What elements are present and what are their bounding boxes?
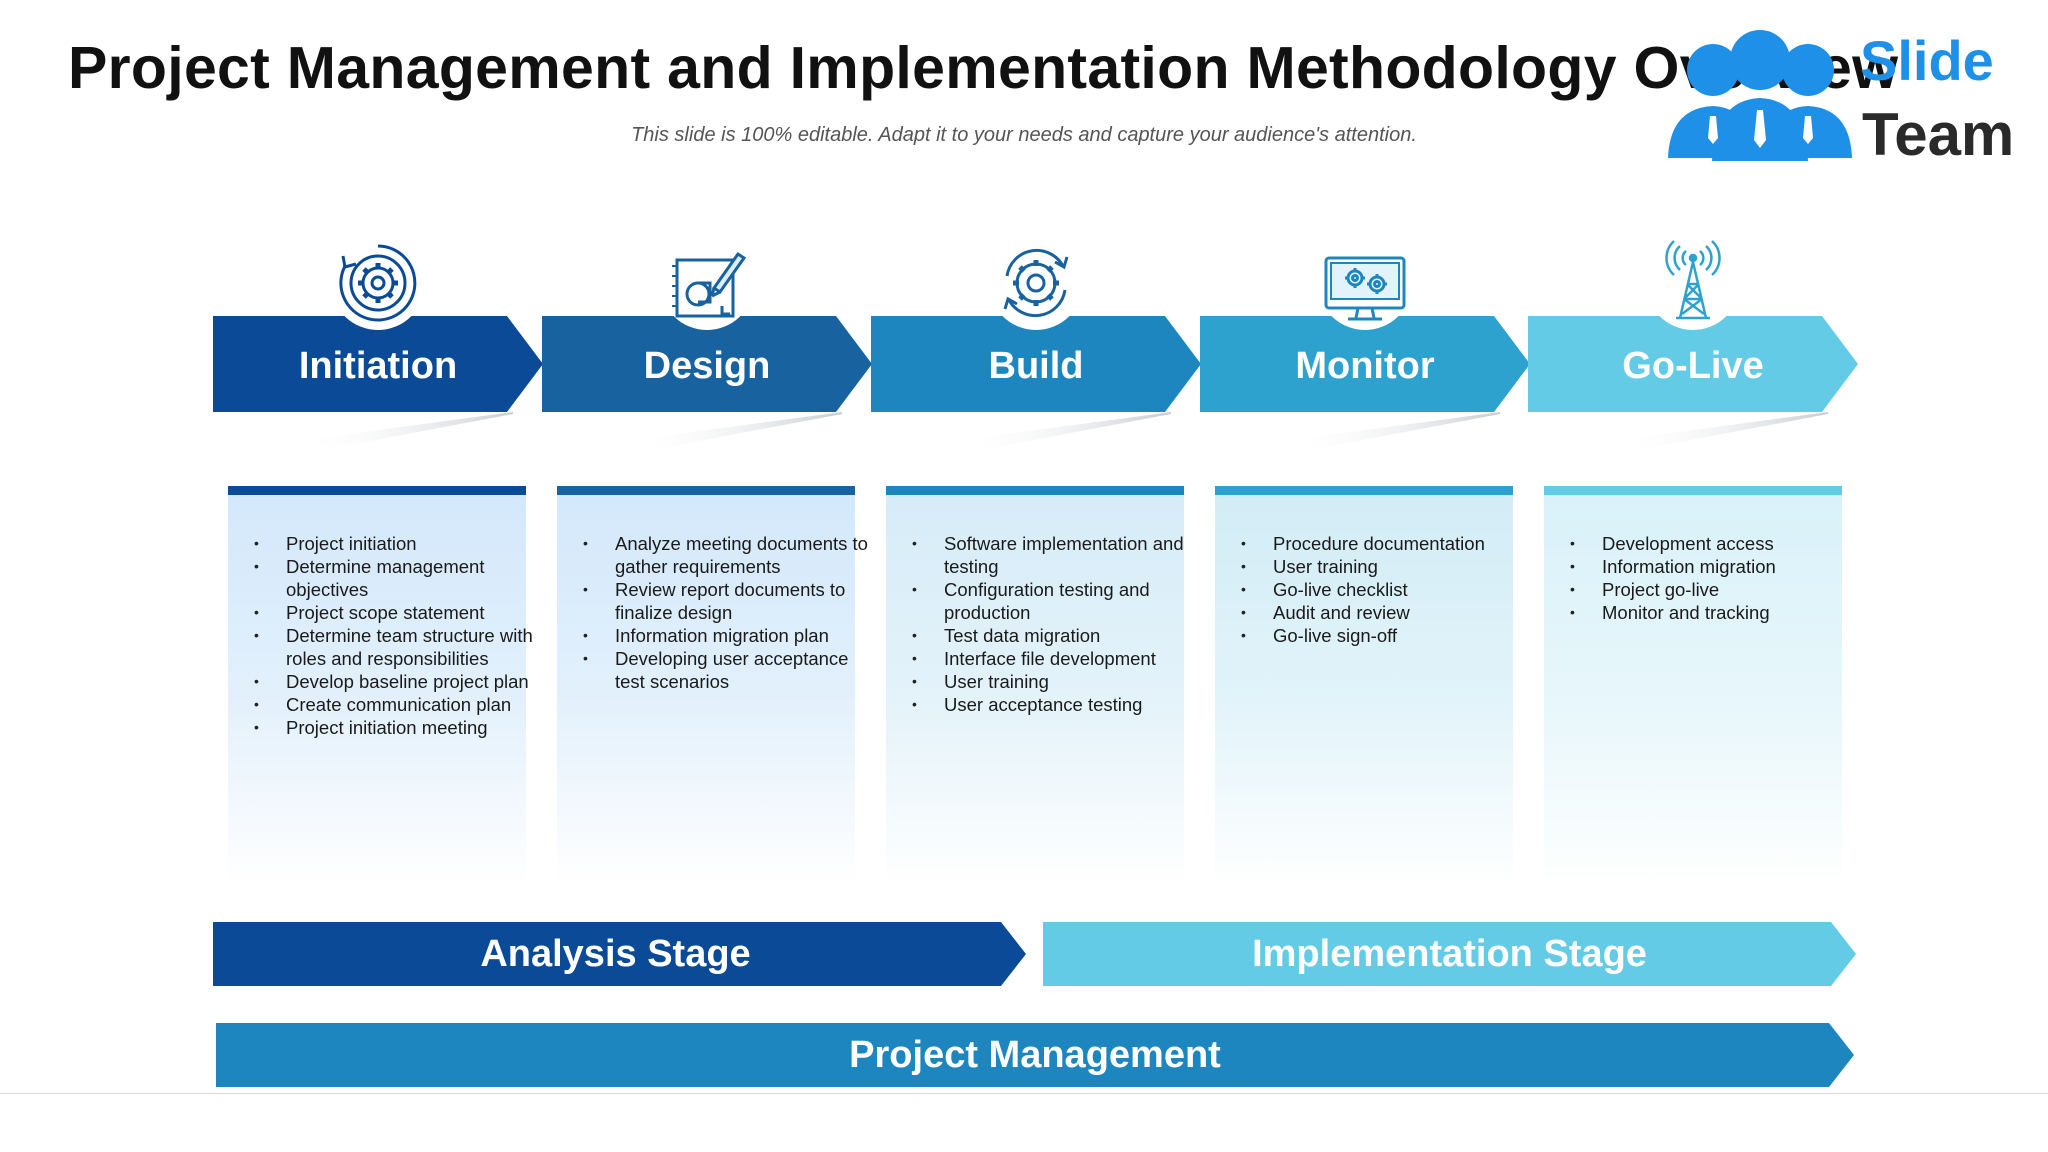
phase-design: Design — [542, 236, 872, 452]
logo-word-slide: Slide — [1860, 29, 1994, 92]
logo-word-team: Team — [1862, 101, 2015, 168]
phase-arrow-build — [871, 316, 1201, 448]
gear-cycle-icon — [331, 236, 425, 330]
list-item: Information migration — [1570, 555, 1862, 578]
phase-card-design: Analyze meeting documents to gather requ… — [557, 486, 868, 886]
card-item-list: Development access Information migration… — [1568, 532, 1862, 624]
list-item: Monitor and tracking — [1570, 601, 1862, 624]
broadcast-tower-icon — [1646, 236, 1740, 330]
card-top-bar — [1215, 486, 1513, 495]
phase-go-live: Go-Live — [1528, 236, 1858, 452]
project-management-arrow: Project Management — [216, 1023, 1854, 1087]
list-item: Project go-live — [1570, 578, 1862, 601]
analysis-stage-arrow: Analysis Stage — [213, 922, 1026, 986]
list-item: Determine team structure with roles and … — [254, 624, 546, 670]
implementation-stage-arrow: Implementation Stage — [1043, 922, 1856, 986]
list-item: Project initiation meeting — [254, 716, 546, 739]
phase-arrow-monitor — [1200, 316, 1530, 448]
list-item: Develop baseline project plan — [254, 670, 546, 693]
phase-card-monitor: Procedure documentation User training Go… — [1215, 486, 1513, 886]
phase-label: Monitor — [1295, 345, 1435, 387]
card-item-list: Project initiation Determine management … — [252, 532, 546, 739]
list-item: Analyze meeting documents to gather requ… — [583, 532, 875, 578]
list-item: Review report documents to finalize desi… — [583, 578, 875, 624]
analysis-stage-shape — [213, 922, 1026, 986]
phase-label: Go-Live — [1622, 345, 1764, 387]
list-item: Test data migration — [912, 624, 1204, 647]
card-item-list: Software implementation and testing Conf… — [910, 532, 1204, 716]
phase-card-build: Software implementation and testing Conf… — [886, 486, 1184, 886]
list-item: Project scope statement — [254, 601, 546, 624]
card-top-bar — [557, 486, 855, 495]
list-item: Configuration testing and production — [912, 578, 1204, 624]
phase-initiation: Initiation — [213, 236, 543, 452]
project-management-label: Project Management — [849, 1033, 1221, 1076]
list-item: Developing user acceptance test scenario… — [583, 647, 875, 693]
list-item: User training — [912, 670, 1204, 693]
implementation-stage-shape — [1043, 922, 1856, 986]
list-item: Interface file development — [912, 647, 1204, 670]
phase-arrow-go-live — [1528, 316, 1858, 448]
card-top-bar — [886, 486, 1184, 495]
implementation-stage-label: Implementation Stage — [1252, 932, 1647, 975]
monitor-gears-icon — [1318, 236, 1412, 330]
list-item: User training — [1241, 555, 1533, 578]
project-management-shape — [216, 1023, 1854, 1087]
footer-divider — [0, 1093, 2048, 1094]
list-item: Software implementation and testing — [912, 532, 1204, 578]
list-item: Audit and review — [1241, 601, 1533, 624]
phase-label: Design — [643, 345, 771, 387]
slide-title: Project Management and Implementation Me… — [68, 35, 1899, 101]
card-item-list: Procedure documentation User training Go… — [1239, 532, 1533, 647]
list-item: Create communication plan — [254, 693, 546, 716]
phase-arrow-design — [542, 316, 872, 448]
list-item: Procedure documentation — [1241, 532, 1533, 555]
slide-subtitle: This slide is 100% editable. Adapt it to… — [631, 124, 1417, 146]
analysis-stage-label: Analysis Stage — [480, 932, 751, 975]
gear-refresh-icon — [989, 236, 1083, 330]
list-item: Development access — [1570, 532, 1862, 555]
card-top-bar — [1544, 486, 1842, 495]
list-item: Go-live checklist — [1241, 578, 1533, 601]
list-item: Project initiation — [254, 532, 546, 555]
phase-card-initiation: Project initiation Determine management … — [228, 486, 533, 886]
list-item: Determine management objectives — [254, 555, 546, 601]
phase-arrow-initiation — [213, 316, 543, 448]
phase-label: Build — [988, 345, 1084, 387]
list-item: Information migration plan — [583, 624, 875, 647]
slideteam-logo-icon — [1668, 30, 1852, 161]
phase-label: Initiation — [298, 345, 458, 387]
list-item: User acceptance testing — [912, 693, 1204, 716]
phase-monitor: Monitor — [1200, 236, 1530, 452]
phase-build: Build — [871, 236, 1201, 452]
card-item-list: Analyze meeting documents to gather requ… — [581, 532, 875, 693]
phase-card-go-live: Development access Information migration… — [1544, 486, 1842, 886]
design-sketch-icon — [660, 236, 754, 330]
card-top-bar — [228, 486, 526, 495]
list-item: Go-live sign-off — [1241, 624, 1533, 647]
